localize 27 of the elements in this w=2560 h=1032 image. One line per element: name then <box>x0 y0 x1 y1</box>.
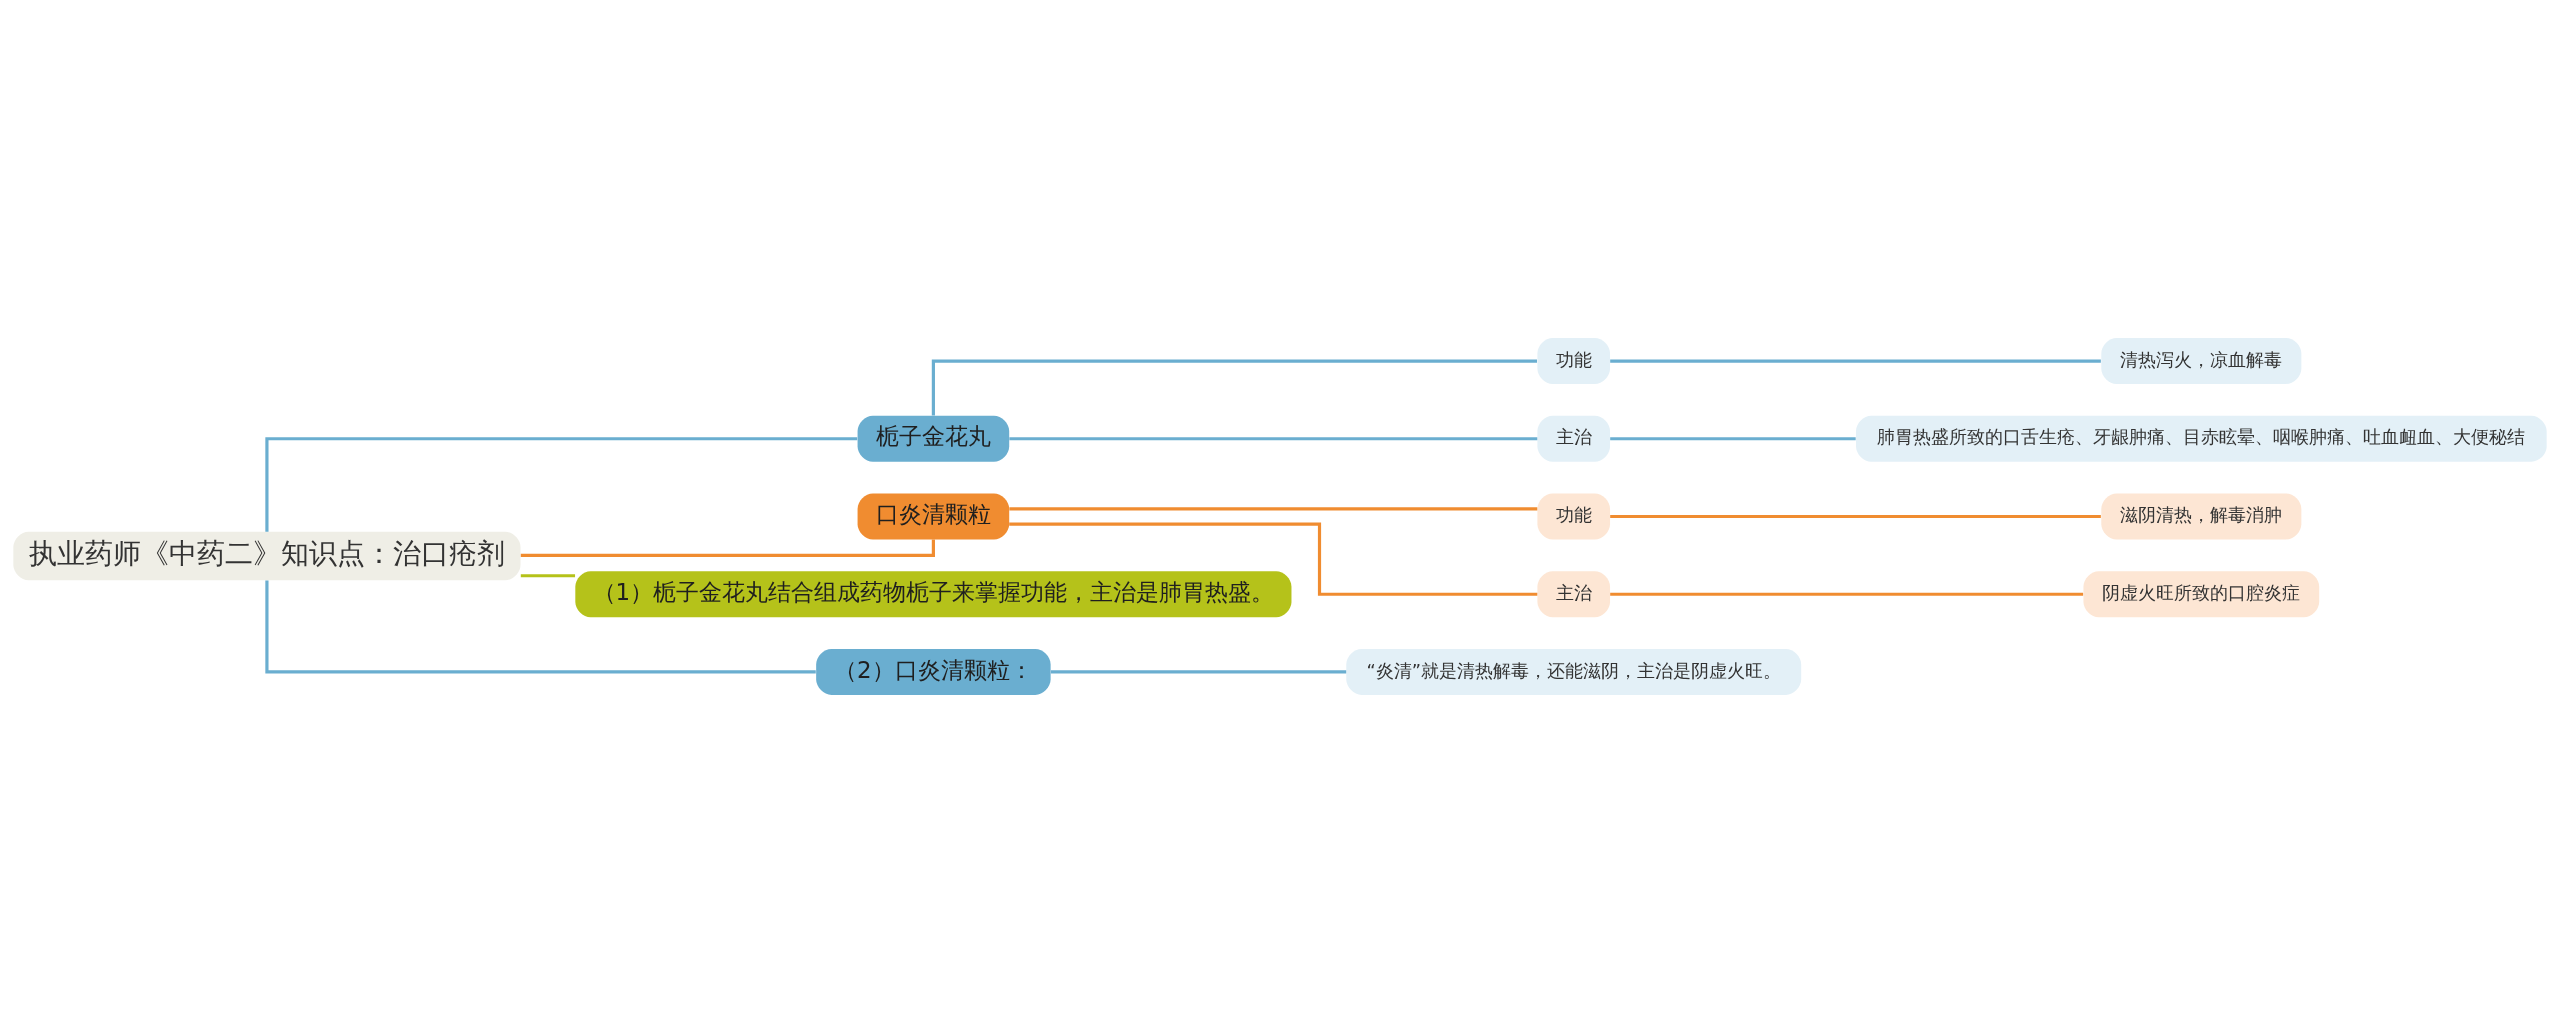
connector <box>1009 522 1538 596</box>
node-box: 滋阴清热，解毒消肿 <box>2101 493 2302 539</box>
node-box: 口炎清颗粒 <box>857 493 1010 539</box>
node-box: 主治 <box>1537 415 1611 462</box>
node-box: 肺胃热盛所致的口舌生疮、牙龈肿痛、目赤眩晕、咽喉肿痛、吐血衄血、大便秘结 <box>1856 415 2547 462</box>
node-box: （1）栀子金花丸结合组成药物栀子来掌握功能，主治是肺胃热盛。 <box>575 570 1292 617</box>
node-box: 栀子金花丸 <box>857 415 1010 462</box>
connector <box>1009 436 1538 440</box>
connector <box>1610 358 2101 363</box>
connector <box>1610 592 2084 596</box>
connector <box>265 436 858 532</box>
node-box: 清热泻火，凉血解毒 <box>2101 337 2302 384</box>
node-box: 功能 <box>1537 337 1611 384</box>
connector <box>265 580 816 674</box>
node-box: （2）口炎清颗粒： <box>816 648 1051 695</box>
connector <box>931 358 1537 415</box>
node-box: “炎清”就是清热解毒，还能滋阴，主治是阴虚火旺。 <box>1346 648 1802 695</box>
node-box: 功能 <box>1537 493 1611 539</box>
connector <box>520 539 935 557</box>
connector <box>1050 669 1347 674</box>
node-box: 执业药师《中药二》知识点：治口疮剂 <box>13 531 521 580</box>
connector <box>1610 436 1856 440</box>
connector <box>1610 514 2101 518</box>
node-box: 主治 <box>1537 570 1611 617</box>
node-box: 阴虚火旺所致的口腔炎症 <box>2083 570 2320 617</box>
connector <box>520 573 576 577</box>
connector <box>1009 506 1538 510</box>
